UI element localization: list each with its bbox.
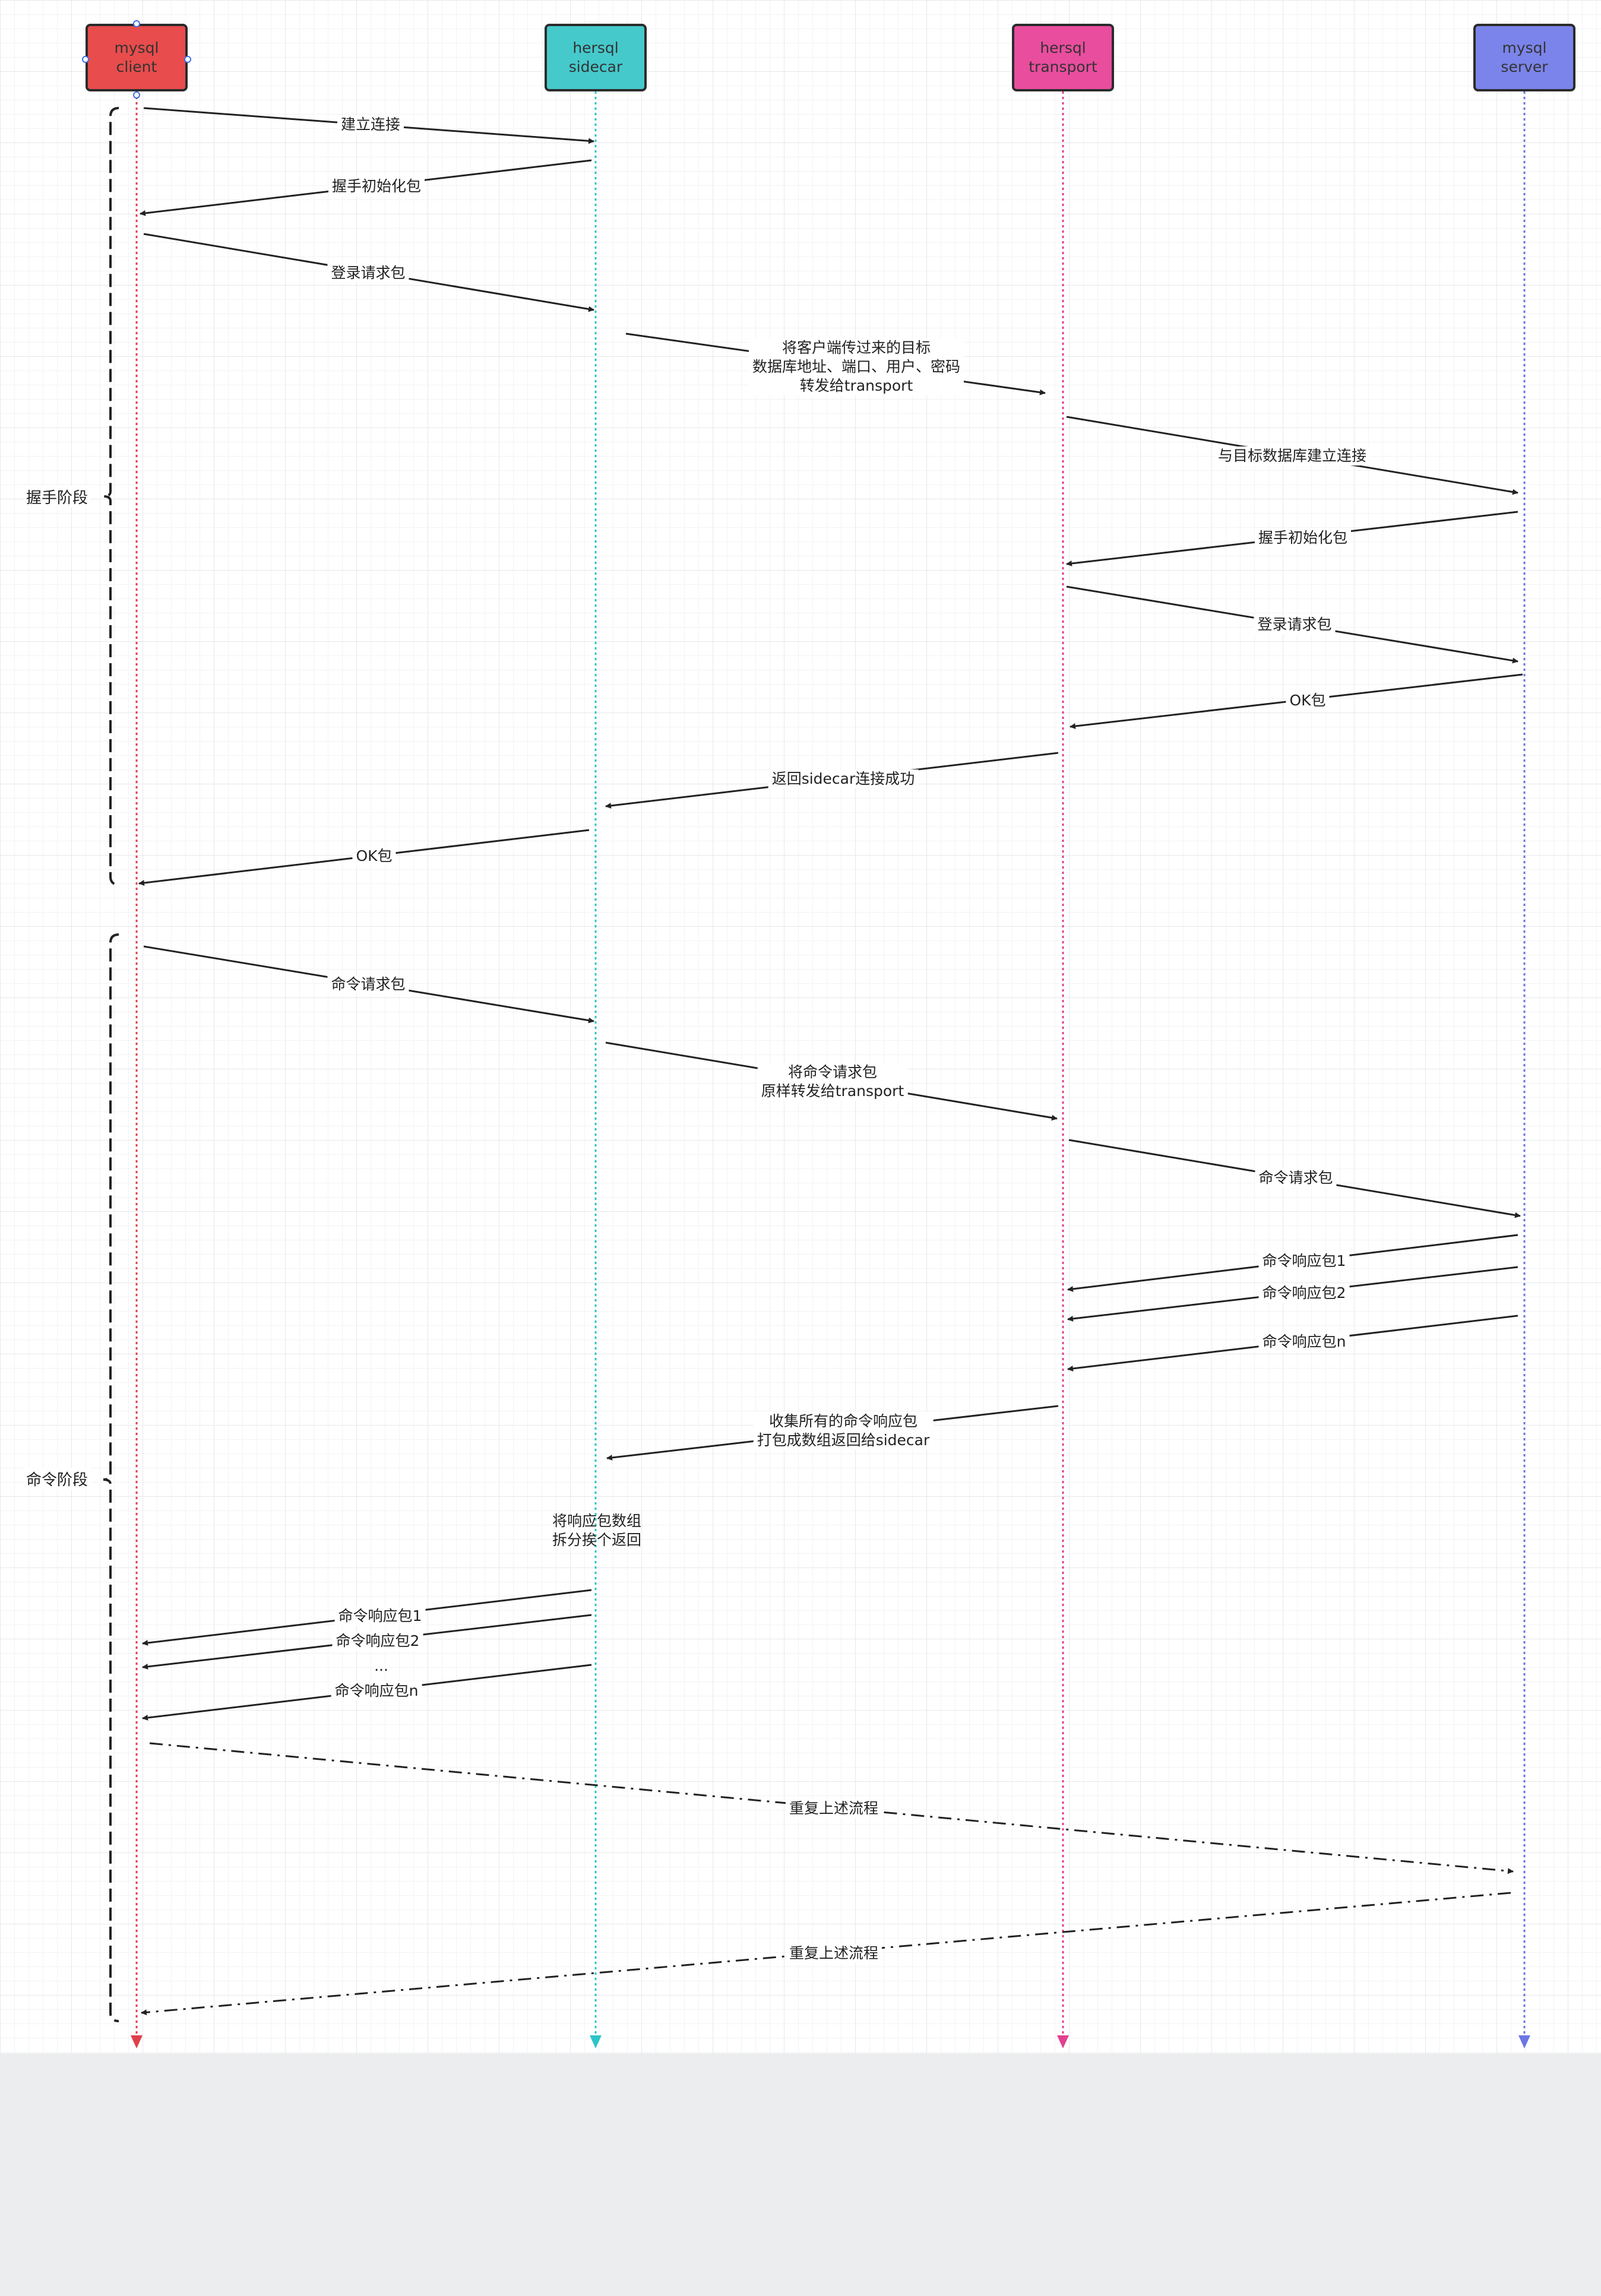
message-label-m6: 握手初始化包 bbox=[1254, 528, 1352, 547]
participant-client[interactable]: mysql client bbox=[86, 24, 188, 91]
sequence-diagram bbox=[103, 91, 1530, 2048]
message-label-m17: 收集所有的命令响应包 打包成数组返回给sidecar bbox=[753, 1412, 934, 1450]
message-label-m13: 命令请求包 bbox=[1255, 1168, 1337, 1187]
message-label-m7: 登录请求包 bbox=[1254, 615, 1336, 634]
lifeline-end-sidecar bbox=[590, 2035, 602, 2048]
selection-handle-bottom[interactable] bbox=[133, 91, 140, 99]
lifeline-end-server bbox=[1518, 2035, 1530, 2048]
lifeline-end-client bbox=[131, 2035, 143, 2048]
phase-label-command: 命令阶段 bbox=[24, 1468, 91, 1490]
message-label-m14: 命令响应包1 bbox=[1258, 1252, 1350, 1271]
canvas-empty-area bbox=[0, 2053, 1601, 2296]
message-label-m15: 命令响应包2 bbox=[1258, 1284, 1350, 1303]
message-label-m12: 将命令请求包 原样转发给transport bbox=[757, 1063, 908, 1101]
handshake-bracket bbox=[103, 107, 119, 886]
message-label-m5: 与目标数据库建立连接 bbox=[1214, 446, 1371, 465]
message-label-m19: 命令响应包1 bbox=[334, 1607, 426, 1626]
message-label-m3: 登录请求包 bbox=[327, 264, 409, 283]
message-label-m1: 建立连接 bbox=[337, 115, 404, 134]
phase-label-handshake: 握手阶段 bbox=[24, 486, 91, 508]
message-label-m9: 返回sidecar连接成功 bbox=[768, 769, 919, 788]
selection-handle-top[interactable] bbox=[133, 20, 140, 27]
message-label-m11: 命令请求包 bbox=[327, 975, 409, 994]
message-label-m10: OK包 bbox=[352, 847, 396, 866]
message-label-m4: 将客户端传过来的目标 数据库地址、端口、用户、密码 转发给transport bbox=[748, 338, 964, 395]
selection-handle-right[interactable] bbox=[184, 56, 191, 63]
phase-brackets bbox=[103, 107, 119, 2022]
message-label-m8: OK包 bbox=[1286, 691, 1330, 710]
lifelines bbox=[131, 91, 1530, 2048]
message-label-m2: 握手初始化包 bbox=[328, 177, 425, 196]
message-label-m24: 重复上述流程 bbox=[785, 1944, 882, 1963]
command-bracket bbox=[103, 933, 119, 2022]
message-label-m16: 命令响应包n bbox=[1258, 1332, 1350, 1351]
message-label-m18: 将响应包数组 拆分挨个返回 bbox=[552, 1512, 642, 1548]
message-label-m20: 命令响应包2 bbox=[332, 1632, 423, 1651]
message-label-m21: ... bbox=[374, 1657, 388, 1674]
message-label-m22: 命令响应包n bbox=[331, 1681, 422, 1700]
lifeline-end-transport bbox=[1057, 2035, 1069, 2048]
participant-server[interactable]: mysql server bbox=[1473, 24, 1575, 91]
participant-transport[interactable]: hersql transport bbox=[1012, 24, 1114, 91]
message-label-m23: 重复上述流程 bbox=[785, 1799, 882, 1818]
selection-handle-left[interactable] bbox=[82, 56, 89, 63]
participant-sidecar[interactable]: hersql sidecar bbox=[545, 24, 647, 91]
